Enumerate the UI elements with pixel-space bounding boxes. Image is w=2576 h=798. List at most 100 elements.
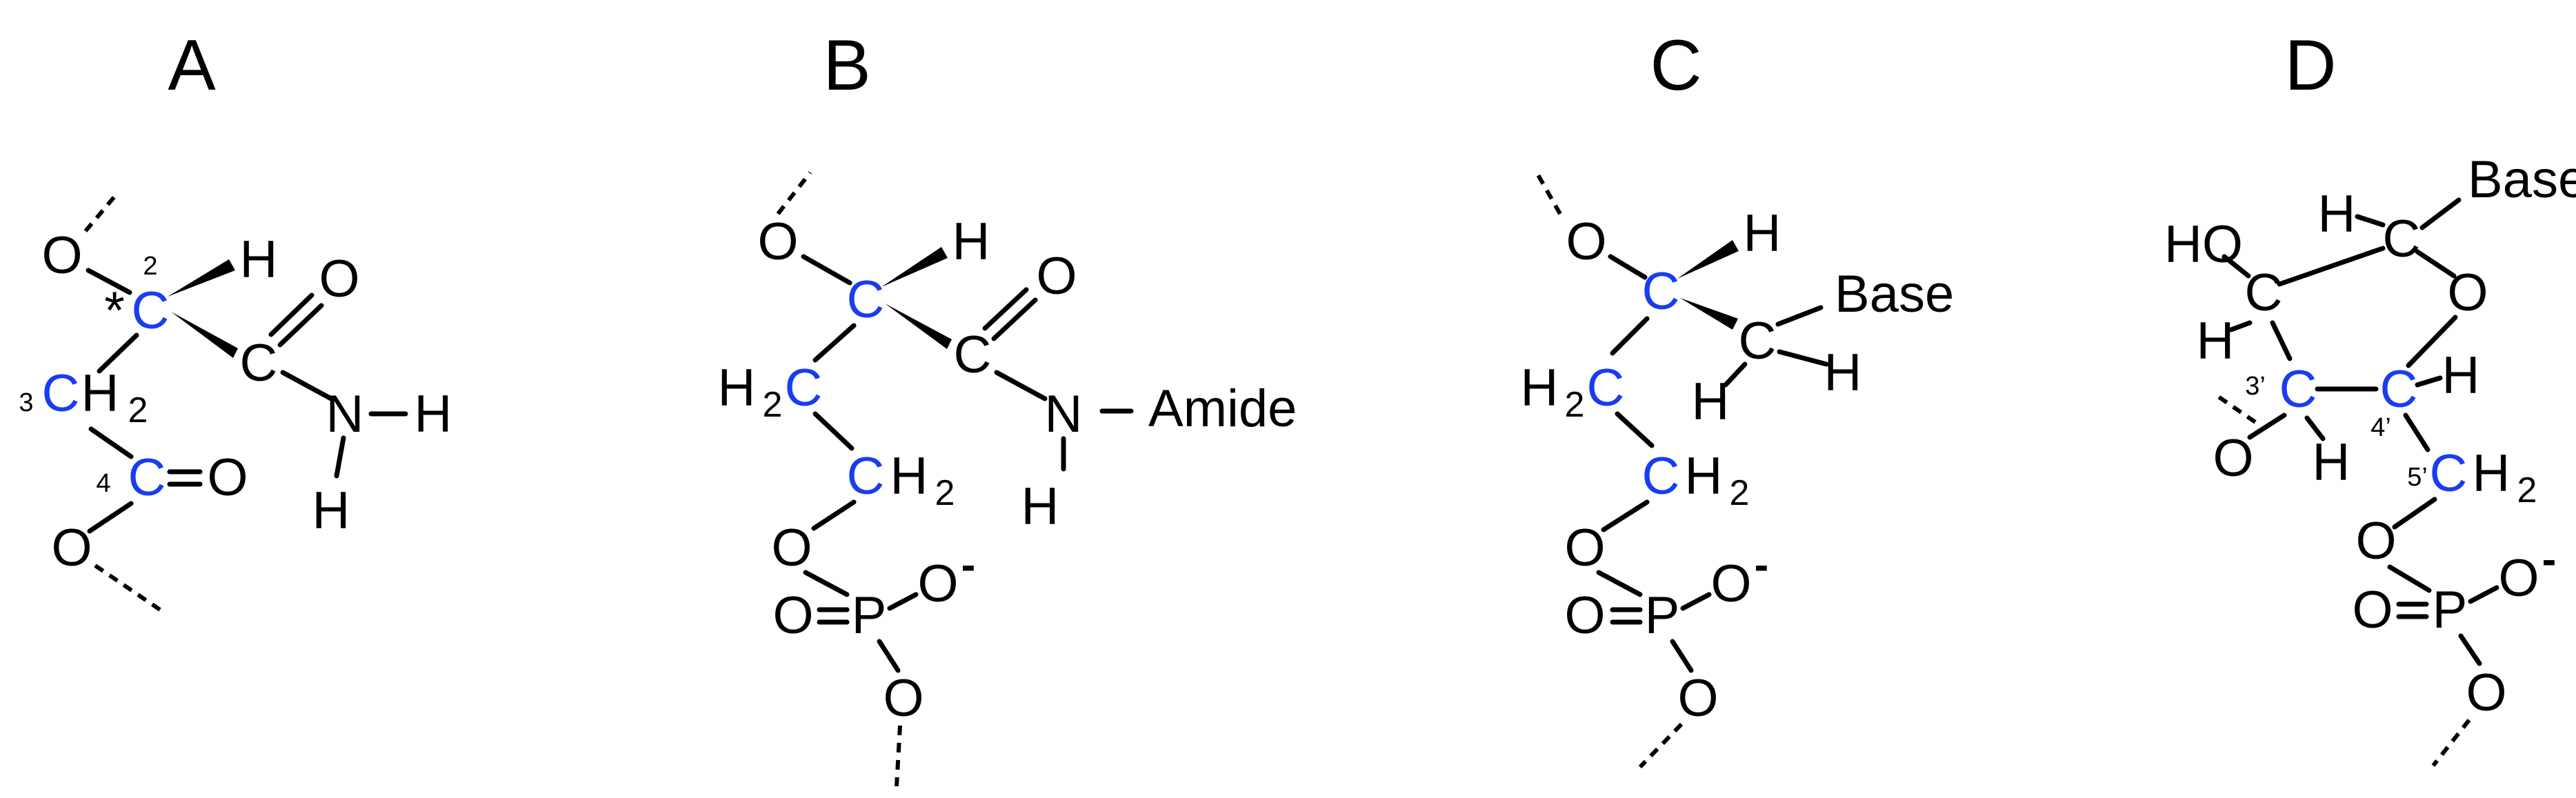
atom-c3: C	[2279, 360, 2317, 419]
atom-o-link: O	[1564, 519, 1605, 577]
atom-o-minus: O	[917, 555, 958, 613]
bond	[2406, 315, 2458, 368]
atom-c-low: C	[847, 447, 885, 506]
bond	[811, 499, 857, 531]
atom-c5: C	[2430, 444, 2468, 503]
bond	[2355, 214, 2386, 228]
atom-h: H	[952, 212, 990, 271]
locant-5prime: 5’	[2407, 463, 2428, 492]
atom-c4: C	[128, 448, 166, 507]
double-bond	[982, 287, 1029, 331]
wedge-bond	[881, 247, 948, 287]
panel-c-label: C	[1650, 26, 1701, 106]
atom-p: P	[852, 586, 887, 645]
dash-bond	[83, 190, 121, 232]
stereo-star: *	[104, 281, 125, 340]
atom-o-bottom: O	[883, 669, 923, 728]
bond	[1596, 570, 1643, 597]
dash-bond	[2214, 392, 2257, 424]
dash-bond	[94, 563, 161, 612]
wedge-bond	[171, 312, 238, 358]
atom-h2-low: H	[1685, 447, 1723, 506]
atom-h2-left: H	[718, 359, 756, 417]
bond	[1608, 254, 1648, 280]
atom-h2-low: H	[890, 447, 928, 506]
bond	[2270, 320, 2293, 361]
bond	[2392, 497, 2437, 530]
charge-minus: -	[961, 541, 976, 589]
double-bond	[277, 303, 324, 348]
atom-p: P	[1645, 586, 1680, 645]
dash-bond	[1638, 722, 1684, 769]
atom-c-top: C	[2383, 210, 2421, 268]
bond	[2387, 564, 2432, 593]
subscript-2: 2	[1730, 473, 1750, 513]
atom-h-n-right: H	[415, 385, 452, 443]
dash-bond	[2431, 719, 2471, 767]
bond	[1610, 316, 1650, 356]
atom-c-mid: C	[2245, 263, 2283, 322]
wedge-bond	[1677, 240, 1739, 279]
atom-c-amide: C	[954, 326, 992, 384]
charge-minus: -	[2542, 536, 2557, 583]
wedge-bond	[885, 303, 952, 349]
atom-h-n: H	[1021, 477, 1059, 536]
bond	[1670, 639, 1694, 673]
atom-o-minus: O	[1710, 555, 1751, 613]
atom-c-right: C	[1739, 312, 1777, 370]
atom-n: N	[326, 385, 364, 443]
subscript-2: 2	[2517, 470, 2537, 510]
atom-c: C	[1642, 262, 1680, 321]
atom-n: N	[1045, 385, 1083, 443]
atom-h-left: H	[2197, 312, 2235, 370]
double-bond	[991, 297, 1038, 341]
bond	[2468, 585, 2499, 604]
subscript-2: 2	[763, 385, 783, 425]
bond	[2415, 375, 2443, 388]
atom-h2-5: H	[2473, 444, 2510, 503]
atom-o-link: O	[2355, 512, 2396, 570]
bond	[2228, 320, 2253, 332]
atom-h-right: H	[2442, 346, 2480, 405]
atom-c2: C	[132, 281, 170, 340]
bond	[280, 370, 334, 401]
bond	[2403, 412, 2430, 452]
atom-c-amide: C	[240, 334, 278, 392]
bond	[334, 435, 346, 479]
panel-d-label: D	[2284, 26, 2336, 106]
panel-d: D Base H C O HO C H 3’ C 4’ C H O H 5’ C…	[2164, 26, 2576, 767]
charge-minus: -	[1755, 541, 1769, 589]
locant-2: 2	[143, 252, 157, 281]
panel-c: C O C H C Base H H H 2 C C H 2 O P O - O…	[1521, 26, 1954, 769]
atom-o-bottom: O	[2466, 664, 2506, 722]
bond	[97, 332, 139, 374]
bond	[88, 426, 134, 459]
atom-c4: C	[2380, 360, 2418, 419]
atom-o-double: O	[207, 448, 248, 507]
panel-b-label: B	[823, 26, 870, 106]
double-bond	[268, 292, 314, 337]
bond	[1775, 305, 1824, 327]
bond	[2304, 415, 2326, 441]
dash-bond	[776, 171, 812, 215]
bond	[1615, 411, 1655, 448]
atom-o-top: O	[1566, 212, 1606, 271]
locant-4: 4	[96, 469, 110, 498]
atom-o-double: O	[1564, 586, 1605, 645]
bond	[803, 570, 850, 597]
bond	[2277, 246, 2386, 287]
bond	[994, 370, 1048, 401]
locant-3: 3	[19, 388, 33, 417]
bond	[1723, 361, 1748, 388]
subscript-2: 2	[1565, 385, 1585, 425]
dash-bond	[1535, 171, 1562, 215]
atom-h2-left: H	[1521, 359, 1559, 417]
base-label: Base	[2468, 150, 2576, 209]
atom-c3: C	[42, 364, 80, 423]
atom-o-link: O	[771, 519, 812, 577]
bond	[877, 639, 901, 673]
subscript-2: 2	[128, 390, 148, 430]
atom-o-bottom: O	[51, 519, 92, 577]
atom-c: C	[847, 270, 885, 329]
